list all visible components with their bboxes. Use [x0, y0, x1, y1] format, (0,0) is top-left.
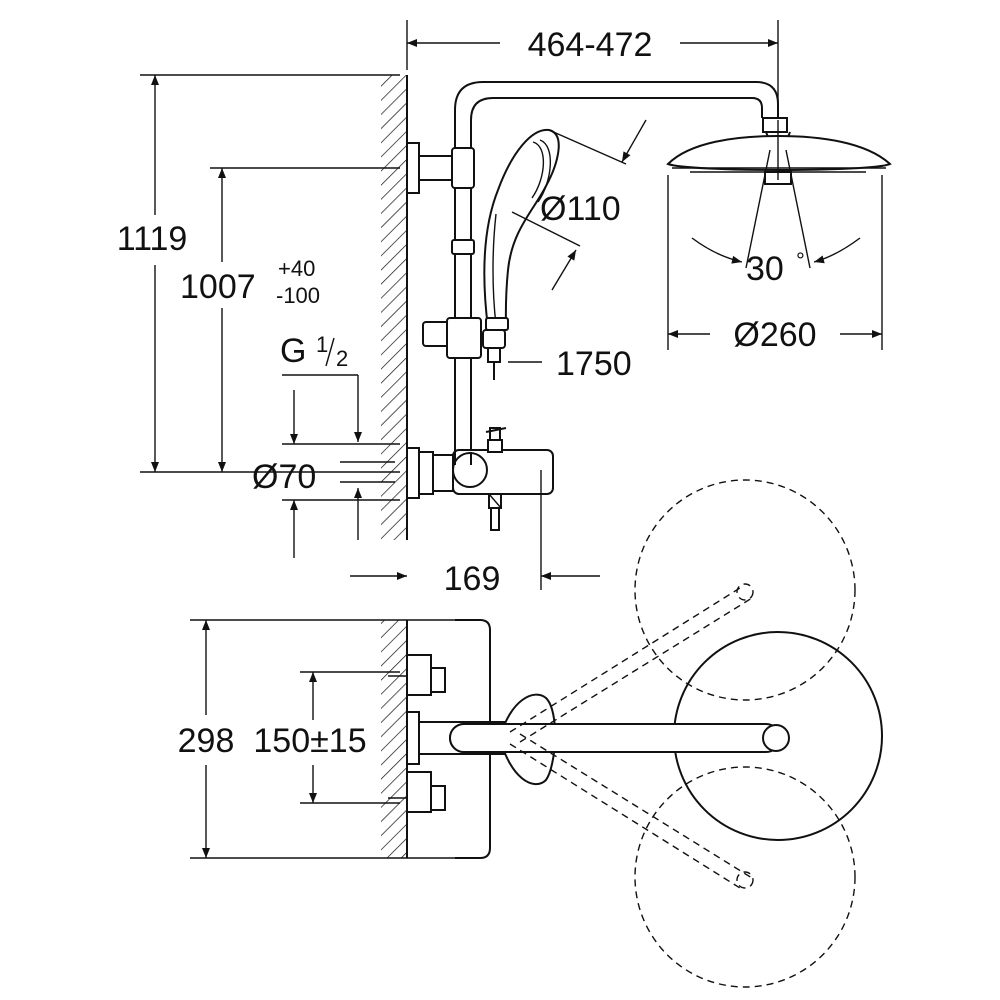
plan-depth-label: 298 — [178, 722, 235, 760]
wall-plan — [381, 620, 408, 858]
wall-elevation — [381, 75, 408, 540]
dim-tilt-angle: 30 ° — [746, 248, 805, 288]
inlet-centres-label: 150±15 — [253, 722, 366, 760]
projection-label: 169 — [444, 560, 501, 598]
overall-height-label: 1119 — [117, 220, 188, 258]
dim-rose: Ø260 — [667, 175, 883, 354]
degree-sign: ° — [796, 248, 805, 273]
riser-rail — [406, 81, 779, 465]
dim-handshower: Ø110 — [511, 119, 647, 291]
plan-view: 298 150±15 — [178, 479, 883, 988]
handshower-dia-label: Ø110 — [540, 190, 621, 228]
hose-length-label: 1750 — [556, 345, 632, 383]
elevation-view: 464-472 1119 1007 +40 -100 G 1 2 — [117, 20, 892, 598]
thread-label: G — [280, 332, 306, 370]
overhead-shower — [666, 117, 892, 185]
dim-thread: G 1 2 — [280, 332, 395, 540]
mixer-height-tol-plus: +40 — [278, 256, 315, 281]
mixer-height-label: 1007 — [180, 268, 256, 306]
tilt-angle-label: 30 — [746, 250, 784, 288]
thread-denominator: 2 — [336, 346, 348, 371]
dim-plan-depth: 298 — [178, 619, 480, 859]
dim-hose: 1750 — [508, 345, 632, 383]
thermostat-mixer — [406, 427, 554, 531]
tilt-indicator — [691, 149, 861, 269]
dim-mixer-height: 1007 +40 -100 — [180, 167, 400, 472]
arm-span-label: 464-472 — [528, 26, 653, 64]
flange-dia-label: Ø70 — [252, 458, 316, 496]
swivel-range — [509, 479, 856, 988]
mixer-body-plan — [388, 619, 530, 859]
dim-overall-height: 1119 — [117, 74, 400, 473]
dim-flange: Ø70 — [252, 390, 400, 558]
dim-arm-span: 464-472 — [406, 20, 779, 110]
dim-inlet-centres: 150±15 — [253, 671, 400, 804]
hand-shower — [483, 128, 560, 331]
shower-arm-plan — [449, 631, 883, 841]
mixer-height-tol-minus: -100 — [276, 283, 320, 308]
thread-numerator: 1 — [316, 332, 328, 357]
dim-projection: 169 — [350, 470, 600, 598]
rose-dia-label: Ø260 — [733, 316, 816, 354]
